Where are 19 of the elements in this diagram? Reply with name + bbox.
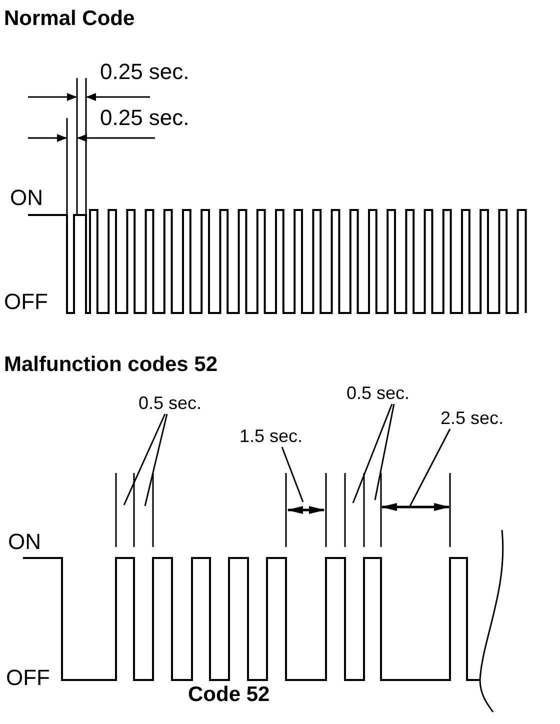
- duration-label: 0.5 sec.: [336, 382, 420, 404]
- duration-label: 0.5 sec.: [128, 392, 212, 414]
- leader-line: [352, 404, 393, 504]
- level-label: OFF: [4, 288, 48, 316]
- duration-label: 0.25 sec.: [100, 58, 190, 86]
- leader-line: [144, 414, 168, 506]
- leader-line: [281, 446, 304, 502]
- leader-line: [374, 404, 395, 500]
- duration-label: 0.25 sec.: [100, 104, 190, 132]
- duration-label: 1.5 sec.: [229, 425, 313, 447]
- level-label: OFF: [6, 664, 50, 692]
- level-label: ON: [10, 184, 43, 212]
- section-heading: Malfunction codes 52: [4, 352, 218, 378]
- leader-line: [409, 428, 451, 506]
- duration-label: 2.5 sec.: [430, 407, 514, 429]
- leader-line: [123, 414, 166, 506]
- level-label: ON: [8, 528, 41, 556]
- waveform-caption: Code 52: [188, 682, 270, 708]
- section-heading: Normal Code: [4, 6, 135, 32]
